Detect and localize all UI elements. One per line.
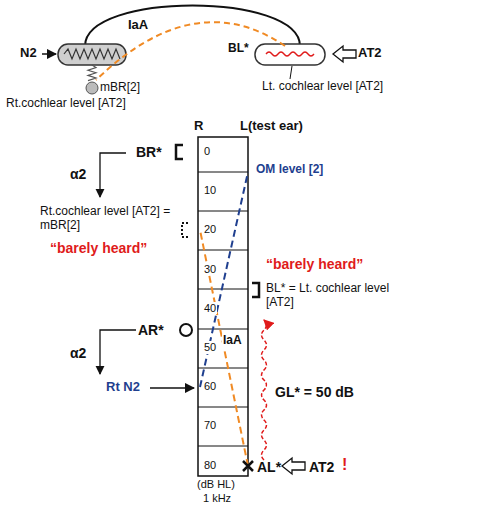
gl-label: GL* = 50 dB	[275, 384, 354, 400]
bl-bracket	[252, 283, 259, 297]
om-label: OM level [2]	[256, 163, 323, 177]
alpha-label: α2	[70, 345, 86, 361]
mbr-label: mBR[2]	[100, 81, 140, 95]
headband	[85, 6, 300, 47]
scale-number: 70	[203, 419, 217, 432]
freq-label: 1 kHz	[203, 492, 231, 505]
alpha-bracket	[100, 330, 136, 374]
bl-label: BL*	[228, 42, 249, 56]
al-cross	[243, 461, 253, 471]
ar-label: AR*	[138, 322, 164, 338]
scale-number: 20	[203, 223, 217, 236]
scale-number: 0	[203, 145, 211, 158]
leader-line	[290, 66, 292, 79]
br-bracket	[176, 145, 183, 159]
cochlear-label: Rt.cochlear level [AT2]	[6, 97, 126, 111]
iaa-label: IaA	[222, 334, 243, 348]
scale-number: 80	[203, 459, 217, 472]
unit-label: (dB HL)	[197, 478, 235, 491]
grid-lines	[198, 172, 248, 446]
rt-n2-label: Rt N2	[106, 380, 140, 395]
ear-label: R	[194, 119, 203, 134]
tone-label: AT2	[309, 459, 334, 475]
left-earphone	[255, 44, 325, 65]
noise-spring	[64, 49, 120, 59]
alpha-label: α2	[70, 166, 86, 182]
barely-heard-note: “barely heard”	[266, 256, 363, 272]
rt-n2-arrow	[150, 387, 194, 389]
scale-number: 40	[203, 302, 217, 315]
alert-mark: !	[342, 456, 347, 474]
at2-hollow-arrow	[333, 46, 356, 62]
at2-hollow-arrow	[282, 458, 305, 474]
mbr-bulb	[86, 82, 98, 94]
bl-label: BL* = Lt. cochlear level [AT2]	[266, 282, 396, 310]
scale-number: 30	[203, 263, 217, 276]
scale-number: 60	[203, 380, 217, 393]
cochlear-label: Lt. cochlear level [AT2]	[262, 80, 383, 94]
noise-label: N2	[20, 46, 37, 61]
ear-label: L(test ear)	[240, 119, 303, 134]
mbr-bracket	[182, 223, 188, 237]
chart-column	[198, 137, 248, 476]
al-label: AL*	[257, 459, 281, 475]
alpha-bracket	[100, 153, 126, 197]
barely-heard-note: “barely heard”	[50, 240, 147, 256]
tone-wave	[266, 52, 314, 56]
br-label: BR*	[136, 144, 162, 160]
iaa-line	[200, 230, 248, 466]
om-line	[200, 172, 248, 387]
scale-number: 10	[203, 184, 217, 197]
scale-number: 50	[203, 341, 217, 354]
gl-wave-arrow	[262, 320, 267, 460]
tone-label: AT2	[358, 46, 382, 61]
cochlear-label: Rt.cochlear level [AT2] = mBR[2]	[40, 205, 180, 233]
iaa-curve	[96, 22, 285, 80]
n2-arrow	[42, 53, 56, 55]
iaa-label: IaA	[128, 18, 148, 33]
ar-circle	[180, 324, 192, 336]
bone-spring	[88, 65, 96, 81]
